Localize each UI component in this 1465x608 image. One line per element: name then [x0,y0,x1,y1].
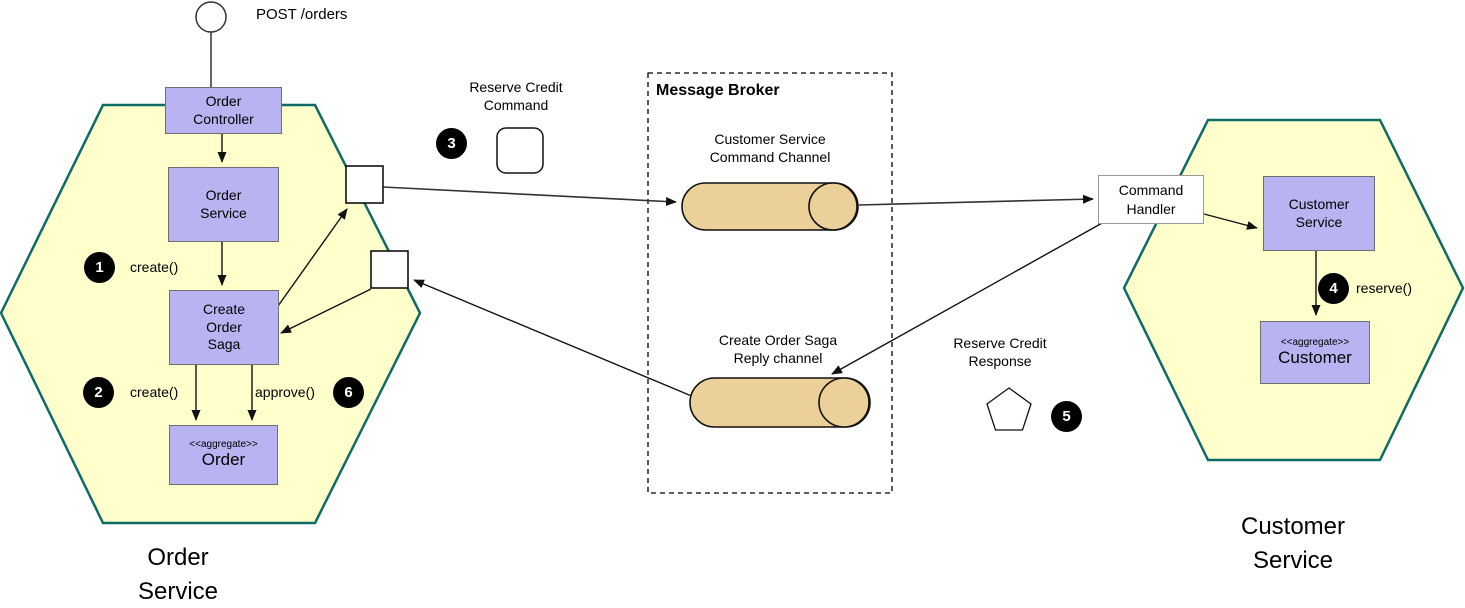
command-out-port [345,165,384,204]
step-badge-3: 3 [436,128,467,159]
customer-aggregate-stereotype: <<aggregate>> [1280,336,1350,348]
arrow-reply-channel-to-port [413,279,695,398]
step-badge-5: 5 [1051,401,1082,432]
customer-service-hexagon [1122,118,1465,462]
customer-service-command-channel [681,182,859,231]
message-broker-title: Message Broker [656,82,780,99]
response-message-icon [986,387,1032,431]
create-order-saga-label: Create Order Saga [202,301,246,353]
reply-channel-label: Create Order Saga Reply channel [718,332,838,366]
command-handler-box: Command Handler [1098,175,1204,224]
order-aggregate-box: <<aggregate>> Order [169,425,278,485]
post-orders-label: POST /orders [256,6,348,23]
reserve-method-label: reserve() [1356,280,1413,296]
customer-service-hexagon-label: Customer Service [1240,513,1346,575]
reserve-credit-response-label: Reserve Credit Response [953,335,1047,369]
message-broker-boundary [647,72,893,494]
order-aggregate-stereotype: <<aggregate>> [189,439,258,451]
arrow-command-channel-to-handler [858,194,1094,206]
step-badge-4: 4 [1318,273,1349,304]
order-controller-label: Order Controller [193,93,254,127]
step-badge-1: 1 [84,252,115,283]
order-aggregate-name: Order [201,450,246,470]
arrow-handler-to-reply-channel [831,221,1105,375]
customer-service-box: Customer Service [1263,176,1375,251]
command-channel-label: Customer Service Command Channel [709,131,831,165]
create-order-saga-reply-channel [689,377,871,428]
customer-service-box-label: Customer Service [1288,196,1350,230]
order-service-hexagon-label: Order Service [137,544,219,606]
step-badge-2: 2 [83,377,114,408]
command-message-icon [496,127,544,174]
arrow-port-to-command-channel [382,186,677,206]
reserve-credit-command-label: Reserve Credit Command [469,79,563,113]
reply-in-port [370,250,409,289]
command-handler-label: Command Handler [1118,182,1184,217]
create-order-saga-box: Create Order Saga [169,290,279,365]
create2-method-label: create() [130,384,179,400]
arrow-saga-to-command-port [277,208,348,307]
http-request-start-icon [195,1,227,33]
order-service-box: Order Service [168,167,279,242]
customer-aggregate-box: <<aggregate>> Customer [1260,321,1370,384]
step-badge-6: 6 [333,377,364,408]
order-controller-box: Order Controller [165,87,282,134]
customer-aggregate-name: Customer [1278,347,1352,367]
arrow-handler-to-customer-service [1203,213,1258,230]
arrow-port-to-saga [280,288,372,334]
approve-method-label: approve() [255,384,315,400]
order-service-box-label: Order Service [200,187,247,221]
create1-method-label: create() [130,259,179,275]
